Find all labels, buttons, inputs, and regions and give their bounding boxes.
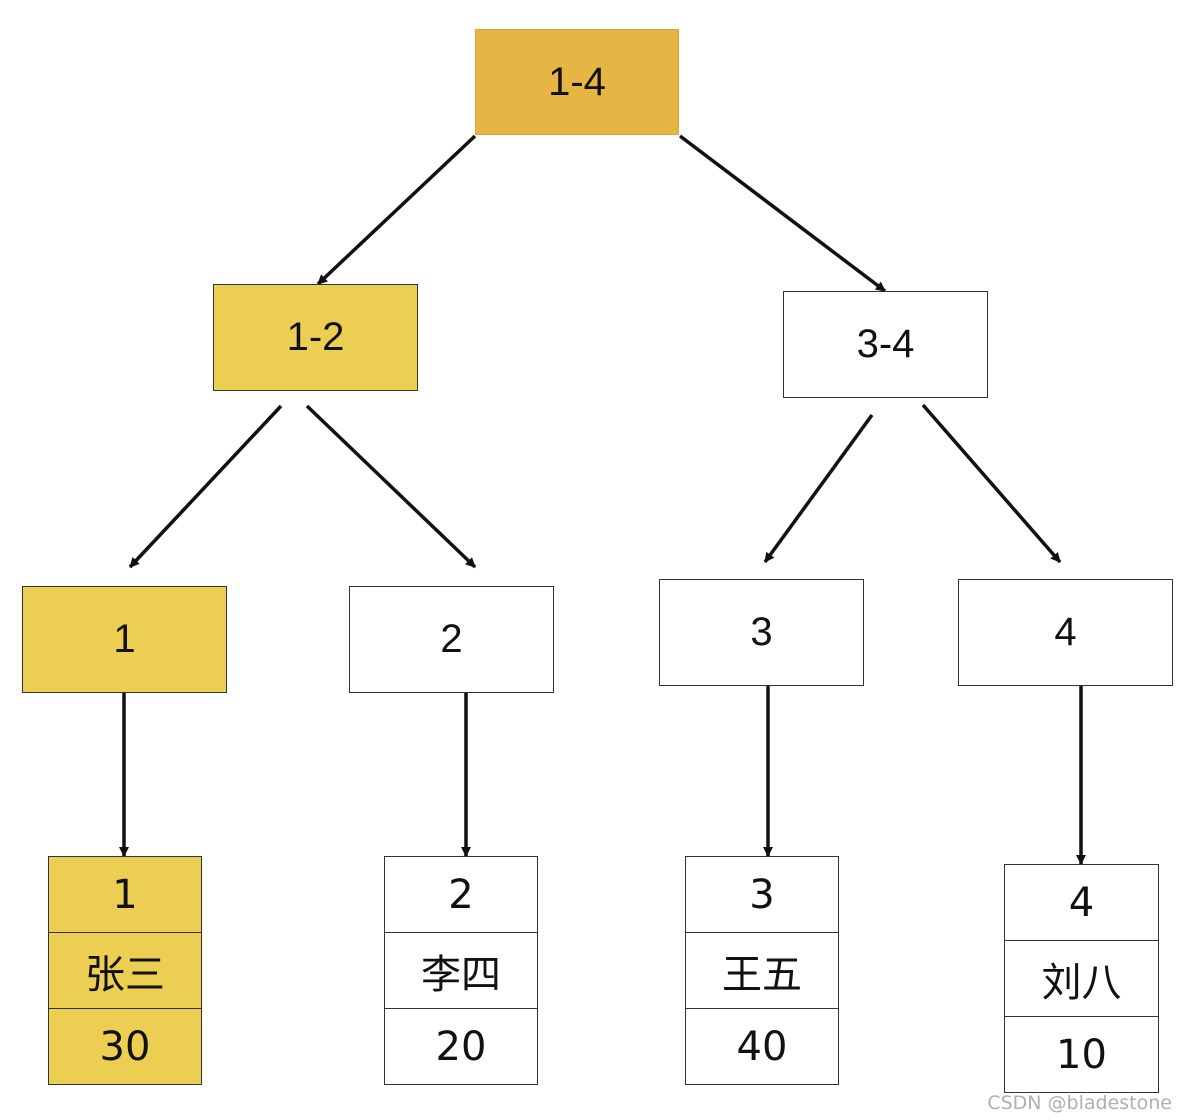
record-3: 3 王五 40	[685, 856, 839, 1085]
record-4: 4 刘八 10	[1004, 864, 1159, 1093]
record-2-id: 2	[385, 857, 537, 933]
leaf-node-3: 3	[659, 579, 864, 686]
leaf-node-1-label: 1	[113, 617, 136, 661]
record-3-value: 40	[736, 1023, 788, 1070]
record-1-name: 张三	[49, 933, 201, 1009]
node-root: 1-4	[475, 29, 679, 135]
edge-1-2-to-1	[128, 404, 283, 569]
record-3-name: 王五	[686, 933, 838, 1009]
leaf-node-2-label: 2	[440, 617, 463, 661]
record-1-value: 30	[99, 1023, 151, 1070]
leaf-node-2: 2	[349, 586, 554, 693]
record-2: 2 李四 20	[384, 856, 538, 1085]
leaf-node-4: 4	[958, 579, 1173, 686]
edge-3-4-to-3	[763, 413, 874, 564]
node-3-4: 3-4	[783, 291, 988, 398]
edge-1-2-to-2	[305, 404, 477, 569]
leaf-node-4-label: 4	[1054, 610, 1077, 654]
record-1: 1 张三 30	[48, 856, 202, 1085]
watermark: CSDN @bladestone	[987, 1092, 1172, 1114]
record-2-value: 20	[435, 1023, 487, 1070]
node-3-4-label: 3-4	[856, 322, 915, 366]
record-4-value: 10	[1056, 1031, 1107, 1078]
node-root-label: 1-4	[548, 59, 606, 104]
edge-3-4-to-4	[921, 403, 1062, 564]
edge-root-to-3-4	[678, 134, 887, 293]
edge-root-to-1-2	[316, 134, 477, 286]
record-1-id: 1	[49, 857, 201, 933]
record-3-id: 3	[686, 857, 838, 933]
node-1-2-label: 1-2	[286, 315, 345, 359]
record-4-id: 4	[1005, 865, 1158, 941]
leaf-node-1: 1	[22, 586, 227, 693]
leaf-node-3-label: 3	[750, 610, 773, 654]
node-1-2: 1-2	[213, 284, 418, 391]
record-2-name: 李四	[385, 933, 537, 1009]
record-4-name: 刘八	[1005, 941, 1158, 1017]
